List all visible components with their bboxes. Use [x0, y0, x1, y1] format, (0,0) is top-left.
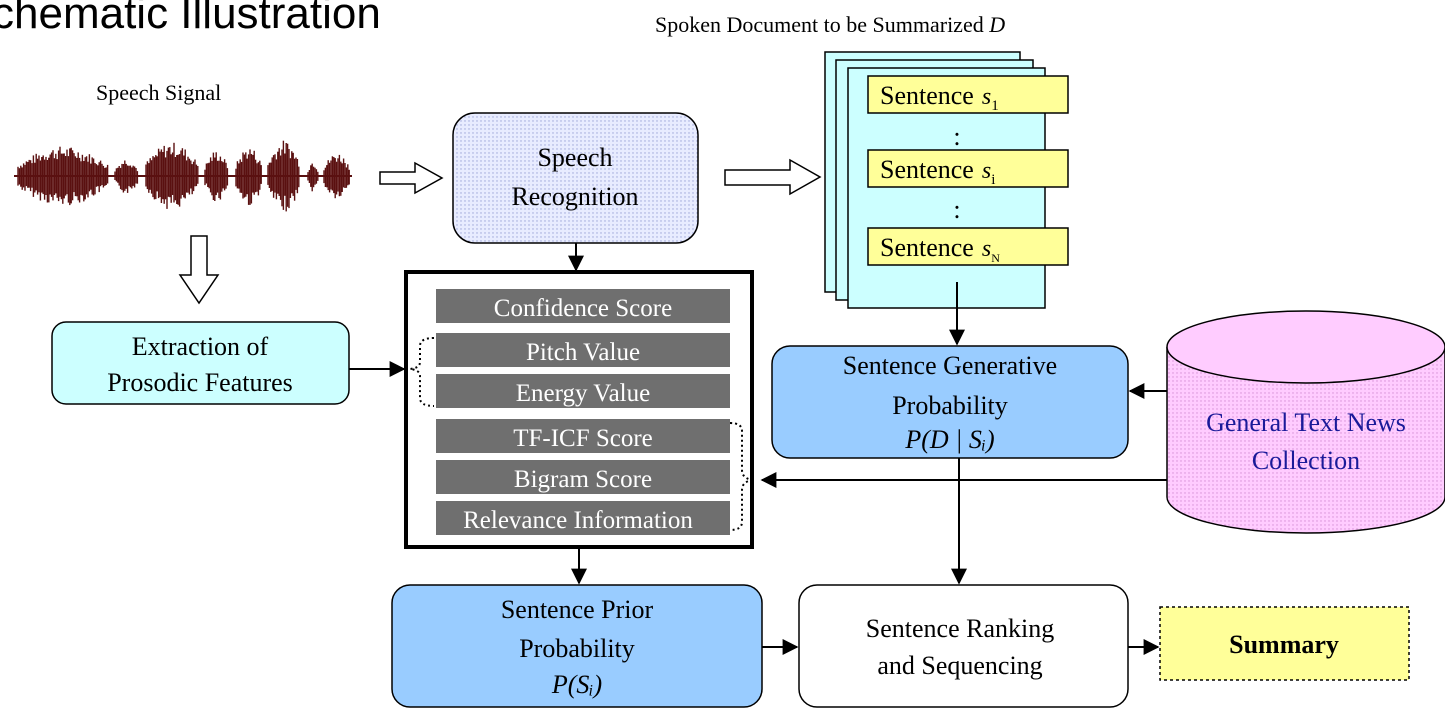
- feature-bar: Pitch Value: [436, 333, 730, 367]
- prosodic-features-box: Extraction of Prosodic Features: [51, 321, 350, 405]
- sentence-ranking-box: Sentence Ranking and Sequencing: [798, 584, 1129, 708]
- speech-waveform: [14, 140, 352, 212]
- news-line2: Collection: [1252, 446, 1360, 475]
- speech-signal-label: Speech Signal: [96, 80, 221, 105]
- summary-label: Summary: [1229, 630, 1339, 659]
- sentence-prior-probability-box: Sentence Prior Probability P(Sᵢ): [391, 584, 763, 708]
- feature-bar: Confidence Score: [436, 289, 730, 323]
- feature-tf-icf-score: TF-ICF Score: [513, 425, 653, 452]
- speech-recognition-line2: Recognition: [511, 182, 638, 211]
- feature-bigram-score: Bigram Score: [514, 466, 652, 493]
- ranking-line1: Sentence Ranking: [866, 614, 1054, 643]
- prior-line2: Probability: [519, 634, 635, 663]
- ellipsis-dots: :: [953, 122, 960, 151]
- hollow-arrow-recognition-to-document: [724, 158, 822, 196]
- left-brace: [409, 337, 435, 407]
- feature-bar: Bigram Score: [436, 460, 730, 494]
- features-panel: Confidence Score Pitch Value Energy Valu…: [404, 270, 754, 549]
- sentence-label: Sentence: [880, 81, 974, 110]
- prosodic-line1: Extraction of: [132, 332, 269, 361]
- generative-line1: Sentence Generative: [843, 351, 1057, 380]
- news-line1: General Text News: [1206, 408, 1406, 437]
- ranking-line2: and Sequencing: [877, 651, 1042, 680]
- sentence-label: Sentence: [880, 233, 974, 262]
- right-brace: [729, 422, 753, 531]
- speech-recognition-box: Speech Recognition: [452, 112, 699, 244]
- hollow-arrow-signal-to-recognition: [379, 161, 444, 195]
- generative-line2: Probability: [892, 391, 1008, 420]
- prosodic-line2: Prosodic Features: [107, 368, 293, 397]
- summary-box: Summary: [1159, 606, 1410, 681]
- header-title: chematic Illustration: [0, 0, 381, 38]
- hollow-arrow-signal-to-prosodic: [178, 235, 220, 305]
- spoken-doc-label: Spoken Document to be Summarized D: [655, 12, 1005, 37]
- generative-formula: P(D | Sᵢ): [904, 425, 994, 454]
- feature-relevance-information: Relevance Information: [463, 507, 693, 534]
- feature-energy-value: Energy Value: [516, 380, 650, 407]
- prior-formula: P(Sᵢ): [551, 670, 602, 699]
- speech-recognition-line1: Speech: [537, 143, 612, 172]
- feature-confidence-score: Confidence Score: [494, 295, 672, 322]
- sentence-generative-probability-box: Sentence Generative Probability P(D | Sᵢ…: [771, 345, 1129, 459]
- ellipsis-dots: :: [953, 195, 960, 224]
- feature-bar: Relevance Information: [436, 501, 730, 535]
- sentence-label: Sentence: [880, 155, 974, 184]
- general-text-news-collection: General Text News Collection: [1166, 310, 1445, 534]
- feature-pitch-value: Pitch Value: [526, 339, 640, 366]
- prior-line1: Sentence Prior: [501, 595, 654, 624]
- feature-bar: TF-ICF Score: [436, 419, 730, 453]
- feature-bar: Energy Value: [436, 374, 730, 408]
